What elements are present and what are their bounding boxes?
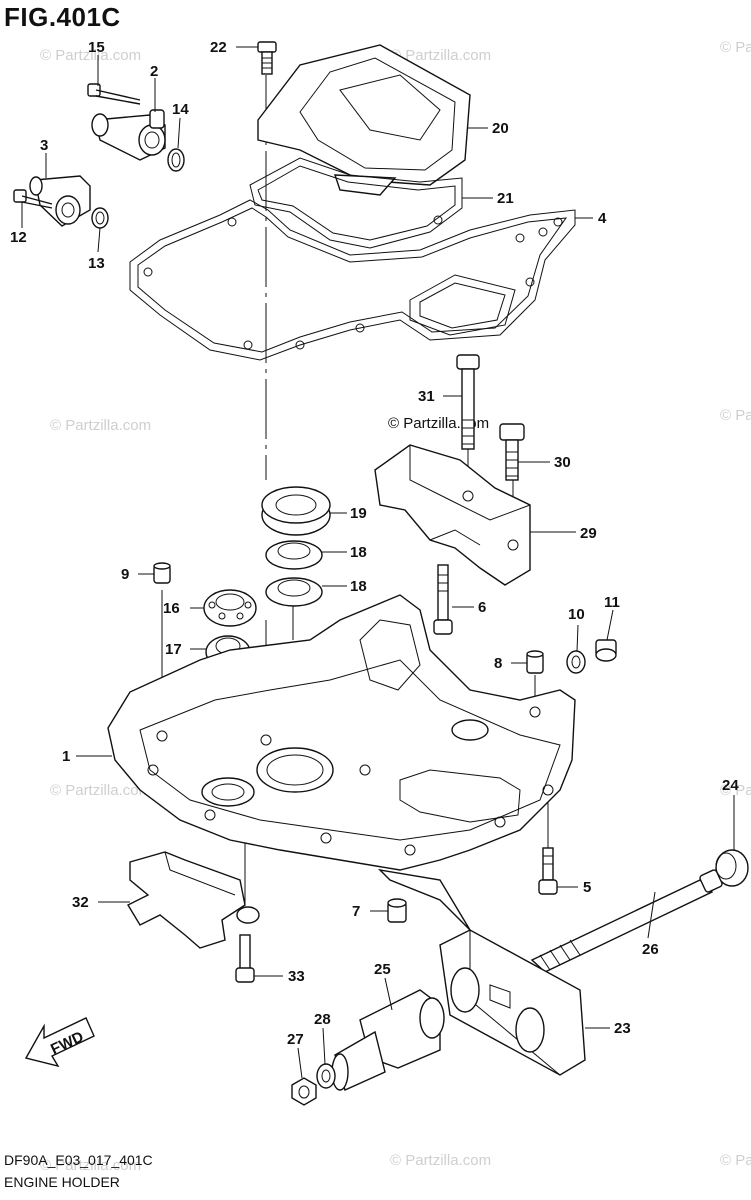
part-16-bearing [203, 589, 257, 627]
part-5-bolt [538, 847, 558, 895]
callout-28: 28 [314, 1011, 331, 1028]
callout-11: 11 [604, 594, 620, 611]
part-13-oring [91, 207, 109, 229]
callout-4: 4 [598, 210, 607, 227]
watermark: © Partzilla.com [50, 782, 151, 799]
watermark: © Partzilla.com [390, 1152, 491, 1169]
watermark: © Partzilla.com [50, 417, 151, 434]
callout-19: 19 [350, 505, 367, 522]
watermarks: © Partzilla.com © Partzilla.com © Partzi… [40, 39, 751, 1174]
callout-30: 30 [554, 454, 571, 471]
part-31-bolt [456, 354, 480, 450]
callout-5: 5 [583, 879, 591, 896]
part-24-cap [715, 849, 749, 887]
part-3-fitting [29, 175, 91, 227]
callout-29: 29 [580, 525, 597, 542]
watermark: © Partzilla.com [720, 39, 751, 56]
callout-31: 31 [418, 388, 435, 405]
callout-labels: 1 2 3 4 5 6 7 8 9 10 11 12 13 14 15 16 1… [10, 39, 739, 1048]
callout-13: 13 [88, 255, 105, 272]
watermark: © Partzilla.com [40, 1157, 141, 1174]
callout-1: 1 [62, 748, 70, 765]
callout-18b: 18 [350, 578, 367, 595]
part-28-washer [316, 1063, 336, 1089]
callout-18a: 18 [350, 544, 367, 561]
part-2-fitting [91, 109, 166, 161]
callout-27: 27 [287, 1031, 304, 1048]
part-9-dowel [153, 562, 171, 584]
part-12-bolt [13, 189, 53, 209]
part-6-bolt [433, 564, 453, 635]
watermark: © Partzilla.com [720, 782, 751, 799]
callout-22: 22 [210, 39, 227, 56]
callout-17: 17 [165, 641, 182, 658]
leader-lines [21, 46, 735, 1079]
watermark: © Partzilla.com [40, 47, 141, 64]
part-30-bolt [499, 423, 525, 481]
part-7-dowel [387, 898, 407, 923]
part-19-seal [261, 486, 331, 536]
part-25-shaft [331, 989, 445, 1091]
watermark: © Partzilla.com [720, 1152, 751, 1169]
part-18-seal-lower [265, 577, 323, 607]
part-27-nut [291, 1077, 317, 1106]
watermark: © Partzilla.com [390, 47, 491, 64]
callout-15: 15 [88, 39, 105, 56]
part-29-bracket [374, 444, 531, 586]
callout-20: 20 [492, 120, 509, 137]
callout-3: 3 [40, 137, 48, 154]
part-33-bolt [235, 906, 260, 983]
part-18-seal-upper [265, 540, 323, 570]
fwd-arrow-icon: FWD [24, 1017, 95, 1068]
part-1-engine-holder [107, 594, 576, 931]
callout-9: 9 [121, 566, 129, 583]
callout-23: 23 [614, 1020, 631, 1037]
callout-6: 6 [478, 599, 486, 616]
callout-10: 10 [568, 606, 585, 623]
callout-14: 14 [172, 101, 189, 118]
figure-title: FIG.401C [4, 2, 121, 32]
figure-name: ENGINE HOLDER [4, 1174, 120, 1190]
callout-33: 33 [288, 968, 305, 985]
part-20-cover [257, 44, 471, 196]
callout-8: 8 [494, 655, 502, 672]
watermark: © Partzilla.com [720, 407, 751, 424]
part-26-bolt [530, 869, 723, 973]
callout-12: 12 [10, 229, 27, 246]
part-11-plug [595, 639, 617, 662]
callout-26: 26 [642, 941, 659, 958]
part-4-gasket [129, 199, 576, 361]
part-22-bolt [257, 41, 277, 75]
callout-7: 7 [352, 903, 360, 920]
figure-code: DF90A_E03_017_401C [4, 1152, 153, 1168]
part-15-bolt [87, 83, 141, 105]
part-32-bracket [127, 851, 246, 949]
callout-25: 25 [374, 961, 391, 978]
callout-16: 16 [163, 600, 180, 617]
part-23-mount [439, 929, 586, 1076]
part-10-washer [566, 650, 586, 674]
callout-2: 2 [150, 63, 158, 80]
part-14-oring [167, 148, 185, 172]
callout-24: 24 [722, 777, 739, 794]
part-8-dowel [526, 650, 544, 674]
callout-21: 21 [497, 190, 514, 207]
callout-32: 32 [72, 894, 89, 911]
part-21-gasket [249, 157, 463, 249]
